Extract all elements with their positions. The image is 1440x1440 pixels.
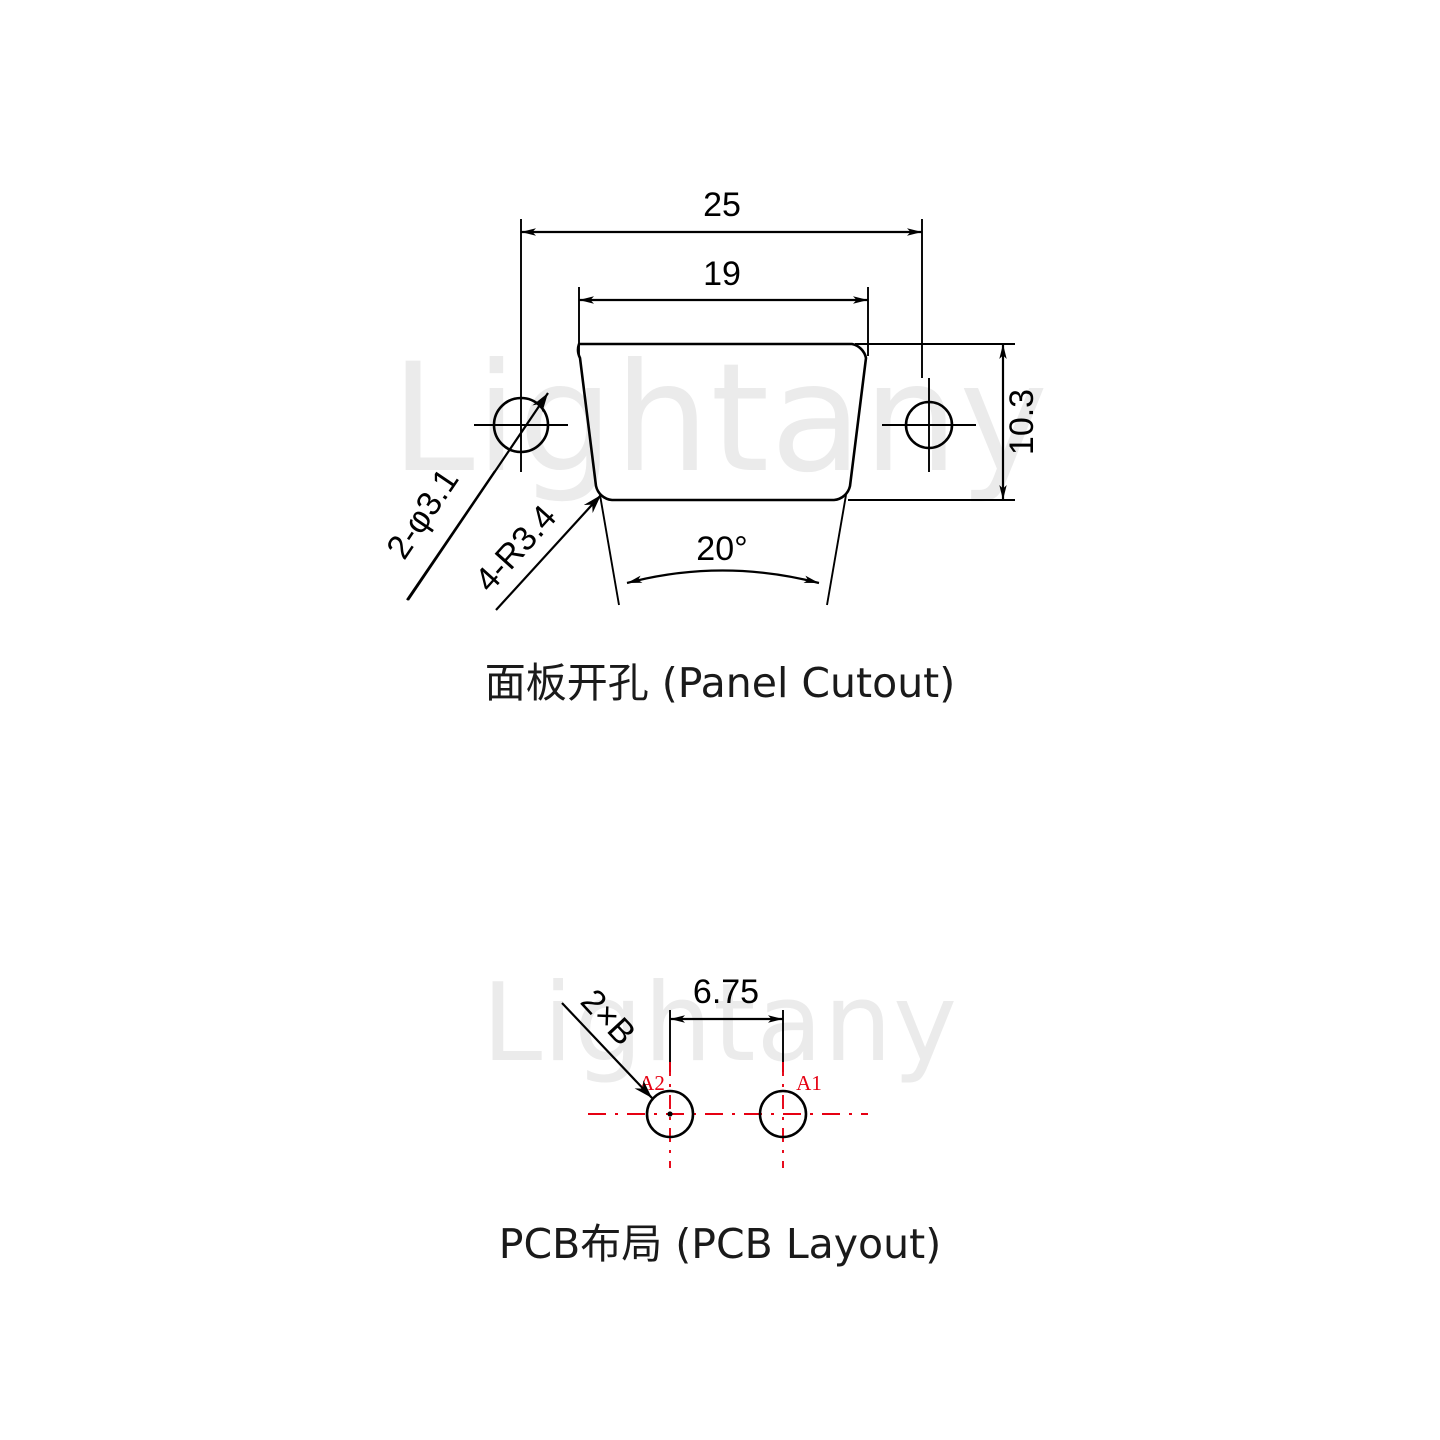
watermark-text: Lightany [391,332,1049,506]
pcb-pad-label-a1: A1 [796,1071,822,1095]
dimension-height-10-3: 10.3 [848,343,1041,501]
pcb-pad-a1: A1 [758,1062,822,1168]
dimension-angle-20deg: 20° [599,494,847,606]
panel-cutout-caption: 面板开孔 (Panel Cutout) [485,659,956,707]
dimension-label-20deg: 20° [696,530,747,568]
dimension-label-19: 19 [703,255,741,293]
dimension-label-10-3: 10.3 [1003,389,1041,455]
pcb-pad-label-a2: A2 [639,1071,665,1095]
callout-corner-radius: 4-R3.4 [468,494,602,611]
watermark-panel: Lightany [391,332,1049,506]
dimension-overall-width-25: 25 [520,186,923,378]
mounting-hole-right [882,378,976,472]
mounting-hole-left [474,378,568,472]
watermark-text: Lightany [482,961,958,1086]
dimension-label-6-75: 6.75 [693,973,759,1011]
callout-label-4-r3-4: 4-R3.4 [468,498,565,599]
panel-cutout-outline [576,342,868,502]
watermark-pcb: Lightany [482,961,958,1086]
dimension-pitch-6-75: 6.75 [669,973,784,1072]
dimension-label-25: 25 [703,186,741,224]
pcb-layout-caption: PCB布局 (PCB Layout) [499,1220,941,1268]
